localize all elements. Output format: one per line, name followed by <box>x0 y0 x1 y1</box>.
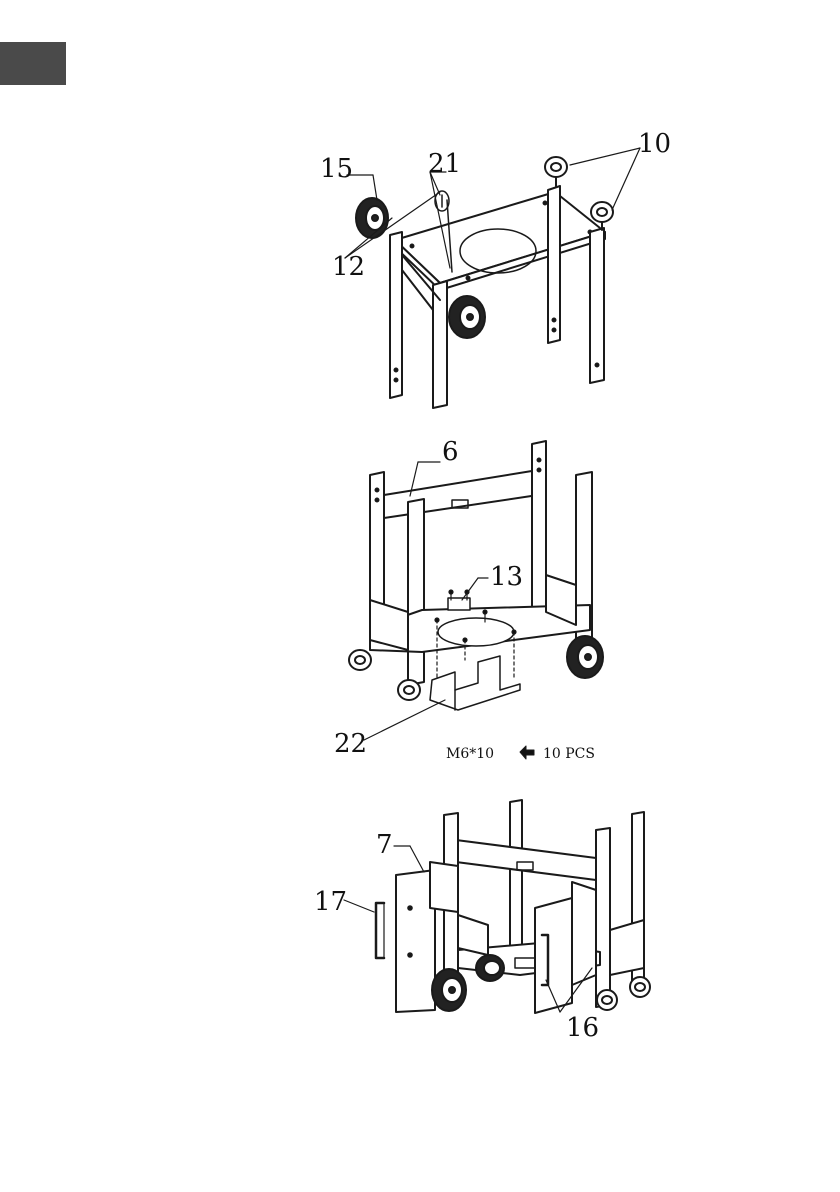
caster-icon <box>545 157 567 186</box>
wheel-icon <box>567 636 603 678</box>
part-label-17: 17 <box>314 887 347 917</box>
screw-size: M6*10 <box>446 746 494 762</box>
caster-icon <box>398 680 420 700</box>
wheel-icon <box>476 955 504 981</box>
part-label-10: 10 <box>638 129 671 159</box>
part-label-6: 6 <box>442 437 459 467</box>
part-label-12: 12 <box>332 252 365 282</box>
screw-quantity: 10 PCS <box>543 746 595 762</box>
caster-icon <box>630 977 650 997</box>
part-label-22: 22 <box>334 729 367 759</box>
part-label-7: 7 <box>376 830 393 860</box>
part-label-13: 13 <box>490 562 523 592</box>
caster-icon <box>349 650 371 670</box>
step-1-diagram <box>345 148 640 408</box>
wheel-icon <box>432 969 466 1011</box>
wheel-icon <box>449 296 485 338</box>
caster-icon <box>597 990 617 1010</box>
part-label-15: 15 <box>320 154 353 184</box>
part-label-16: 16 <box>566 1013 599 1043</box>
part-label-21: 21 <box>428 149 461 179</box>
step-2-diagram <box>349 441 603 759</box>
